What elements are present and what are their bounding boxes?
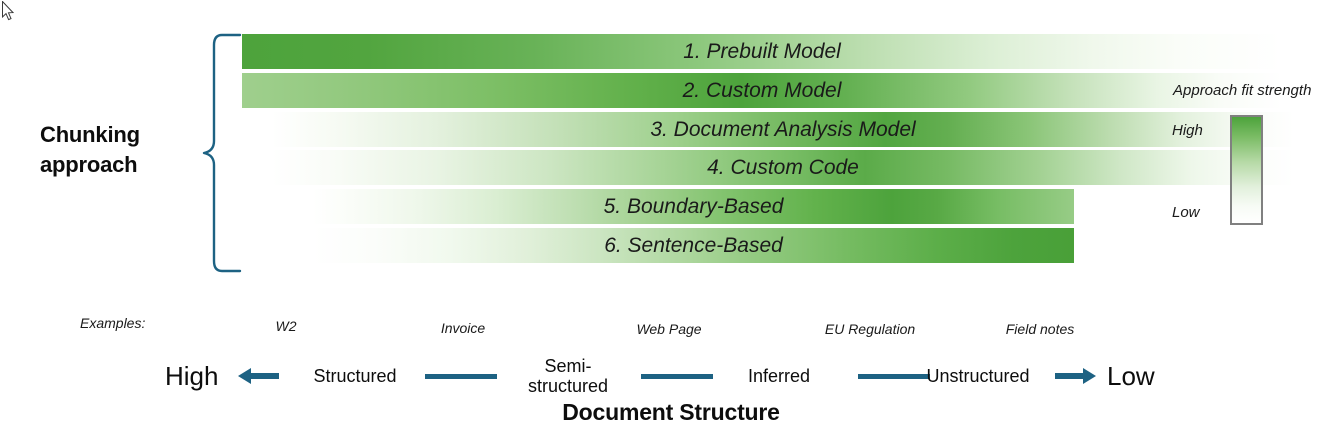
legend-gradient-scale	[1230, 115, 1263, 225]
axis-endpoint-low: Low	[1107, 360, 1155, 391]
bar-label: 2. Custom Model	[682, 78, 842, 102]
bar-gradient-fill	[313, 189, 1074, 224]
bar-label: 5. Boundary-Based	[603, 194, 784, 218]
axis-endpoint-high: High	[165, 360, 219, 391]
bar-label: 4. Custom Code	[707, 155, 859, 179]
axis-stage-semi-structured-text: Semi-structured	[527, 355, 609, 396]
bar-row[interactable]: 2. Custom Model	[242, 73, 1282, 108]
example-label: Invoice	[440, 320, 486, 336]
bar-gradient-fill	[242, 34, 1282, 69]
axis-segment	[641, 374, 713, 379]
grouping-brace	[196, 33, 242, 273]
x-axis-title: Document Structure	[562, 399, 780, 425]
axis-stage-inferred: Inferred	[747, 365, 811, 386]
y-axis-label: Chunking approach	[40, 120, 200, 179]
axis-stage-unstructured: Unstructured	[926, 365, 1030, 386]
bar-row[interactable]: 4. Custom Code	[272, 150, 1294, 185]
mouse-cursor-icon	[2, 0, 16, 23]
bar-label: 6. Sentence-Based	[604, 233, 783, 257]
axis-stage-structured: Structured	[313, 365, 397, 386]
bar-row[interactable]: 3. Document Analysis Model	[272, 112, 1294, 147]
bar-gradient-fill	[242, 73, 1282, 108]
axis-segment	[858, 374, 930, 379]
example-label: Web Page	[636, 321, 702, 337]
axis-segment	[425, 374, 497, 379]
bar-row[interactable]: 5. Boundary-Based	[313, 189, 1074, 224]
x-axis-scale: High Structured Semi-structured Inferred…	[0, 348, 1342, 404]
legend-low-label: Low	[1172, 204, 1200, 221]
example-label: W2	[275, 318, 297, 334]
y-axis-label-line1: Chunking	[40, 122, 140, 147]
axis-stage-semi-structured: Semi-structured	[513, 348, 623, 404]
legend-title: Approach fit strength	[1173, 82, 1312, 99]
bar-gradient-fill	[313, 228, 1074, 263]
bar-label: 1. Prebuilt Model	[683, 39, 841, 63]
bar-label: 3. Document Analysis Model	[650, 117, 916, 141]
example-label: EU Regulation	[824, 321, 916, 337]
arrow-right-icon	[1055, 366, 1097, 386]
y-axis-label-line2: approach	[40, 151, 138, 177]
bar-gradient-fill	[272, 112, 1294, 147]
arrow-left-icon	[237, 366, 279, 386]
bar-row[interactable]: 6. Sentence-Based	[313, 228, 1074, 263]
example-label: Field notes	[1005, 321, 1075, 337]
legend-high-label: High	[1172, 122, 1203, 139]
bar-row[interactable]: 1. Prebuilt Model	[242, 34, 1282, 69]
examples-caption: Examples:	[80, 315, 146, 331]
bars-group: 1. Prebuilt Model 2. Custom Model 3. Doc…	[242, 34, 1294, 263]
bar-gradient-fill	[272, 150, 1294, 185]
